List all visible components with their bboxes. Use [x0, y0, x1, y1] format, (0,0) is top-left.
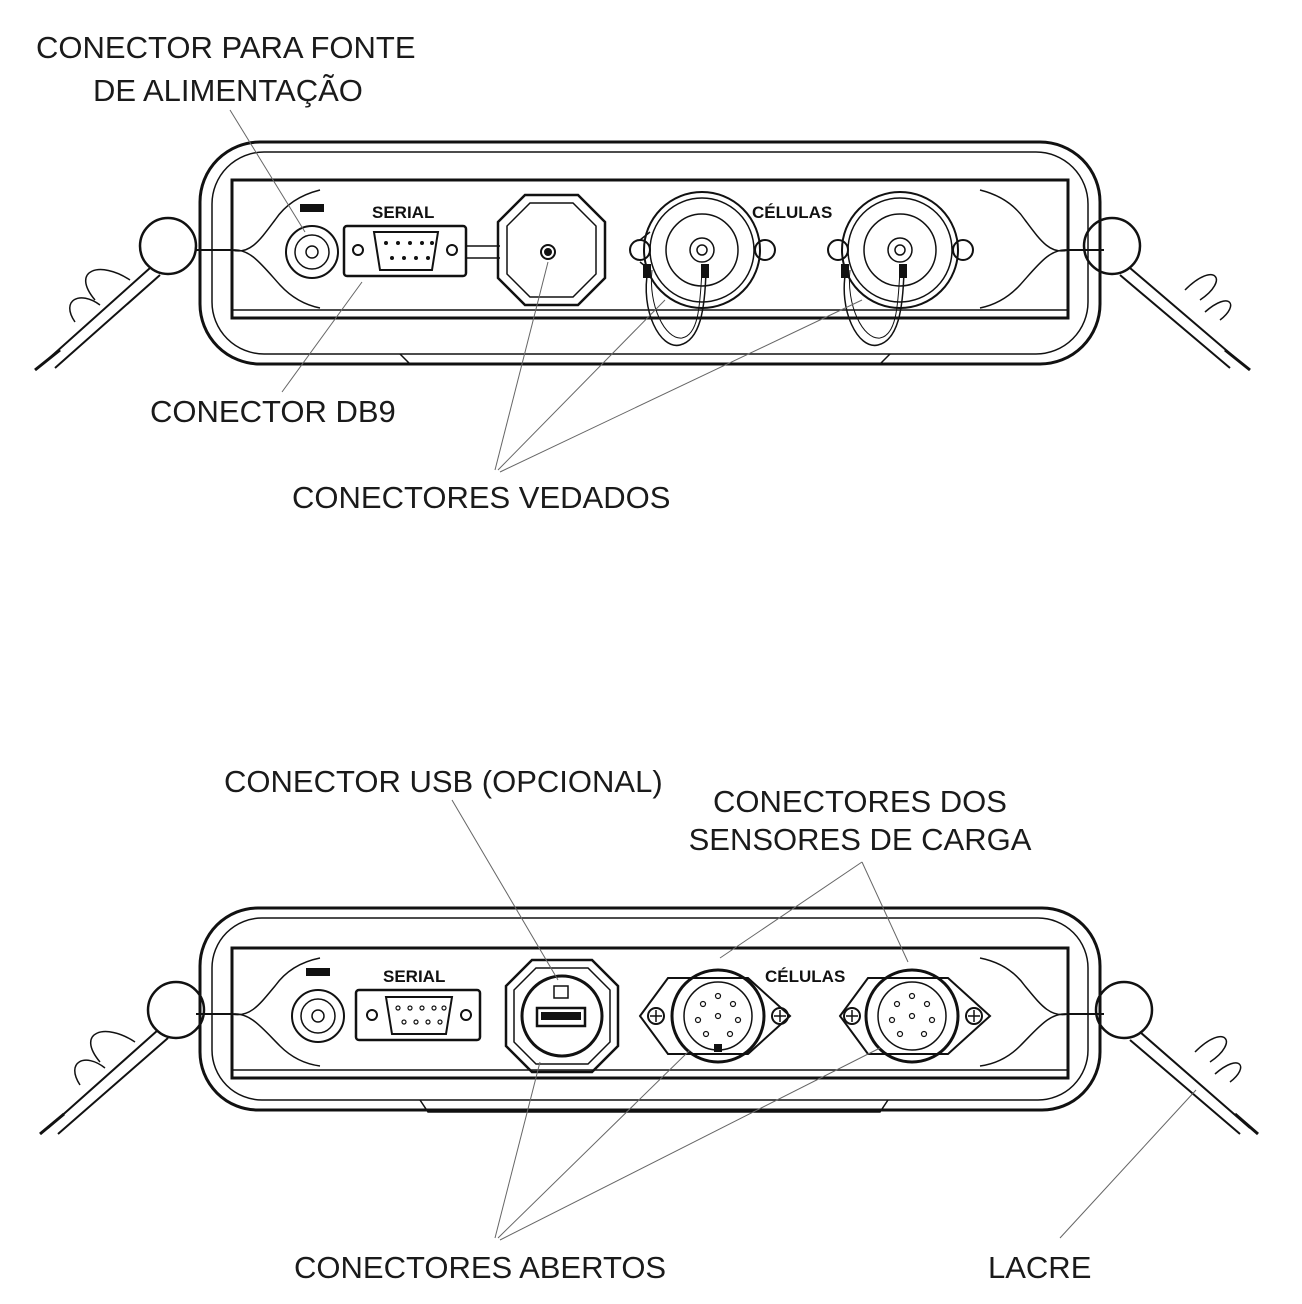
circular-connector-icon: [629, 191, 776, 347]
usb-port-icon: [504, 958, 620, 1074]
bottom-enclosure-outline: [198, 906, 1102, 1112]
circular-connector-icon: [838, 968, 992, 1064]
bottom-serial-label: SERIAL: [383, 967, 445, 986]
db9-port-icon: SERIAL: [354, 967, 482, 1042]
top-enclosure: [196, 140, 1104, 366]
db9-connector-label: CONECTOR DB9: [150, 394, 396, 429]
seal-wire-icon: [34, 216, 198, 372]
seal-wire-icon: [1082, 216, 1251, 372]
top-leader-lines: [229, 109, 863, 473]
circular-connector-icon: [827, 191, 974, 347]
power-connector-label-line2: DE ALIMENTAÇÃO: [93, 73, 363, 108]
sealed-usb-cap-icon: [496, 193, 607, 307]
open-connectors-label: CONECTORES ABERTOS: [294, 1250, 667, 1285]
seal-wire-icon: [39, 980, 206, 1136]
seal-wire-icon: [1094, 980, 1259, 1136]
usb-connector-label: CONECTOR USB (OPCIONAL): [224, 764, 663, 799]
sealed-connectors-label: CONECTORES VEDADOS: [292, 480, 671, 515]
power-connector-label-line1: CONECTOR PARA FONTE: [36, 30, 416, 65]
db9-port-icon: SERIAL: [342, 203, 500, 278]
bottom-cells-label: CÉLULAS: [765, 967, 845, 986]
load-sensor-connectors-label-line2: SENSORES DE CARGA: [688, 822, 1032, 857]
load-sensor-connectors-label-line1: CONECTORES DOS: [713, 784, 1007, 819]
bottom-front-panel: [230, 946, 1070, 1080]
top-serial-label: SERIAL: [372, 203, 434, 222]
bottom-leader-lines: [451, 799, 1197, 1241]
power-jack-icon: [285, 204, 339, 279]
top-cells-label: CÉLULAS: [752, 203, 832, 222]
seal-label: LACRE: [988, 1250, 1092, 1285]
power-jack-icon: [291, 968, 345, 1043]
bottom-enclosure: [196, 906, 1104, 1113]
circular-connector-icon: [638, 968, 792, 1064]
